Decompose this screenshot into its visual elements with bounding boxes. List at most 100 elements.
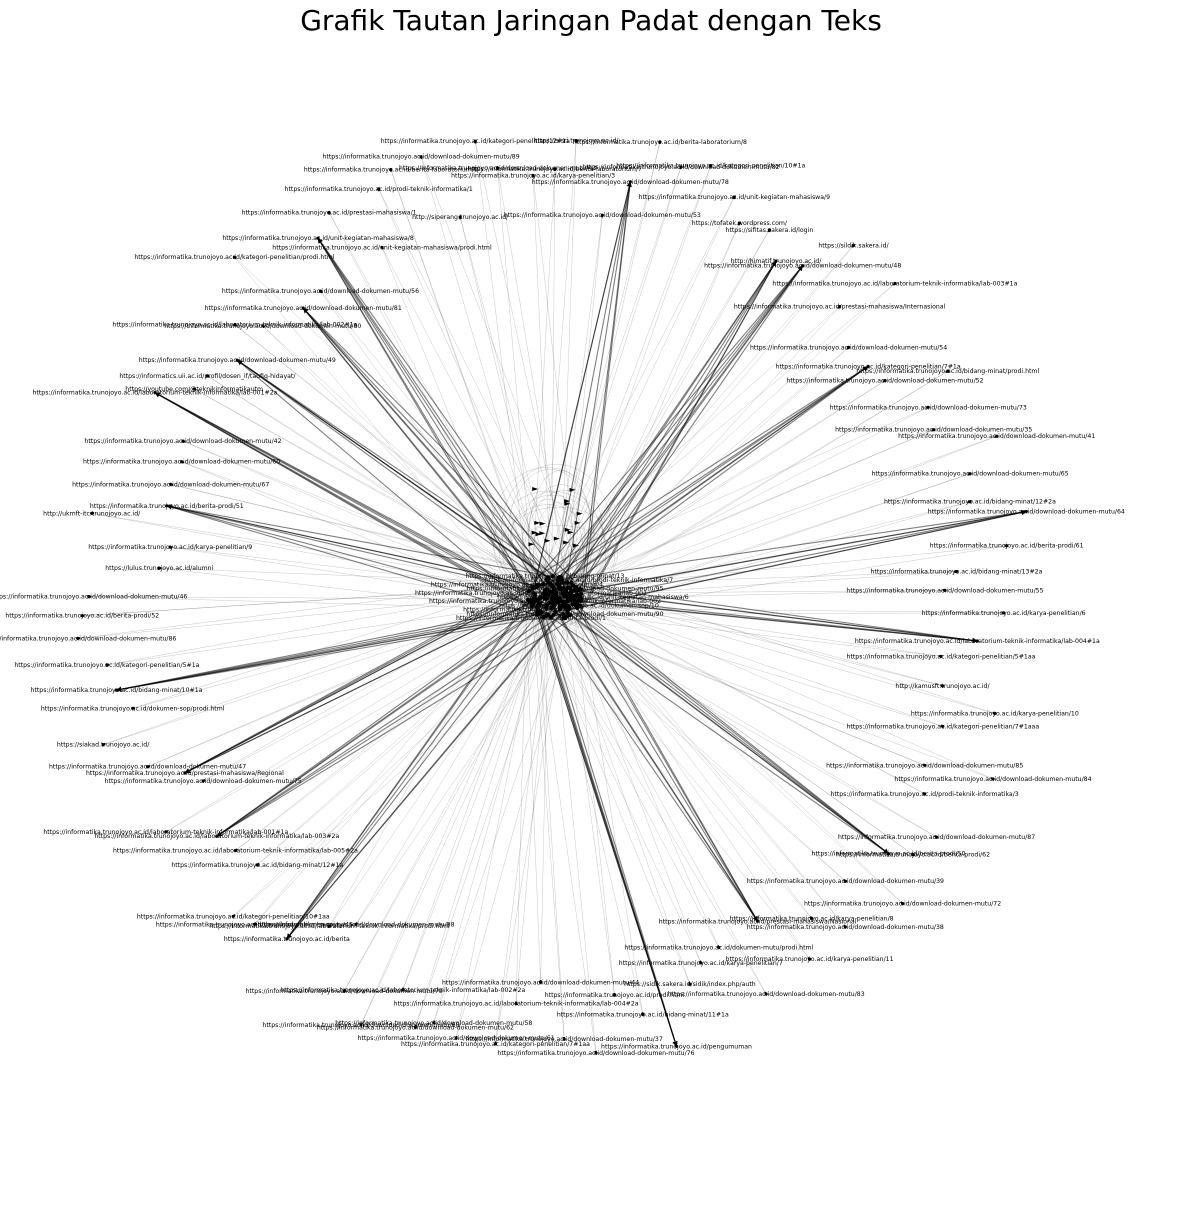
graph-edge: [545, 616, 846, 882]
node-label: https://informatika.trunojoyo.ac.id/labo…: [394, 1001, 639, 1008]
graph-edge: [545, 370, 948, 616]
graph-edge: [286, 596, 541, 940]
hub-label: https://informatika.trunojoyo.ac.id/bida…: [465, 573, 624, 580]
graph-edge: [549, 597, 978, 642]
node-label: http://kamusft.trunojoyo.ac.id/: [895, 683, 990, 690]
graph-edge: [544, 584, 925, 795]
hub-node: [561, 612, 566, 617]
graph-edge: [317, 237, 563, 585]
graph-edge: [193, 388, 577, 602]
graph-node: [233, 848, 238, 853]
graph-node: [1002, 611, 1006, 615]
graph-edge: [578, 591, 903, 904]
graph-edge: [216, 610, 559, 837]
node-label: https://informatika.trunojoyo.ac.id/labo…: [113, 848, 358, 855]
graph-edge: [552, 584, 846, 928]
hub-node: [532, 595, 537, 601]
graph-edge: [302, 307, 543, 604]
graph-edge: [567, 370, 948, 604]
node-label: https://informatika.trunojoyo.ac.id/down…: [164, 323, 361, 330]
graph-edge: [328, 212, 554, 618]
self-loop-edge: [511, 494, 594, 574]
graph-edge: [567, 306, 840, 607]
graph-node: [493, 1042, 498, 1046]
graph-edge: [286, 600, 528, 940]
graph-edge: [529, 589, 759, 922]
graph-node: [612, 993, 617, 997]
node-label: https://informatika.trunojoyo.ac.id/labo…: [43, 829, 288, 836]
node-label: https://informatika.trunojoyo.ac.id/down…: [786, 378, 983, 385]
graph-node: [688, 982, 692, 986]
node-label: http://ukmft-itc.trunojoyo.ac.id/: [43, 510, 141, 517]
node-label: https://informatika.trunojoyo.ac.id/beri…: [836, 852, 990, 859]
node-label: https://informatika.trunojoyo.ac.id/kate…: [14, 662, 199, 669]
graph-node: [808, 957, 812, 961]
graph-node: [285, 937, 289, 941]
node-label: https://informatika.trunojoyo.ac.id/down…: [156, 921, 353, 928]
graph-edge: [532, 606, 925, 766]
graph-edge: [551, 141, 661, 588]
graph-edge: [548, 579, 943, 687]
node-label: https://informatika.trunojoyo.ac.id/beri…: [304, 167, 478, 174]
self-loop-arrowhead: [574, 520, 581, 525]
hub-node: [578, 596, 584, 601]
graph-edge: [547, 615, 994, 780]
node-label: https://informatics.uii.ac.id/profil/dos…: [119, 373, 296, 380]
hub-node: [550, 574, 555, 579]
hub-node: [566, 597, 571, 603]
graph-edge: [234, 256, 584, 586]
graph-node: [318, 289, 323, 293]
graph-node: [164, 830, 168, 834]
node-label: https://informatika.trunojoyo.ac.id/down…: [838, 834, 1035, 841]
graph-node: [105, 663, 109, 667]
graph-edge: [116, 603, 547, 691]
graph-edge: [170, 546, 533, 591]
hub-node: [572, 598, 577, 603]
graph-edge: [538, 607, 1004, 615]
graph-edge: [558, 614, 767, 995]
node-label: https://informatika.trunojoyo.ac.id/bida…: [171, 862, 343, 869]
graph-edge: [579, 473, 971, 606]
node-label: https://informatika.trunojoyo.ac.id/down…: [894, 776, 1091, 783]
graph-edge: [569, 260, 777, 604]
graph-edge: [378, 188, 581, 593]
graph-edge: [526, 306, 840, 585]
graph-edge: [544, 591, 914, 855]
graph-edge: [560, 165, 712, 595]
hub-node: [554, 595, 559, 600]
hub-node: [529, 604, 535, 609]
node-label: https://informatika.trunojoyo.ac.id/labo…: [209, 923, 450, 930]
node-label: https://informatika.trunojoyo.ac.id/down…: [49, 764, 246, 771]
node-label: https://informatika.trunojoyo.ac.id/unit…: [272, 244, 492, 251]
graph-edge: [106, 603, 531, 666]
node-label: https://informatika.trunojoyo.ac.id/bida…: [557, 1012, 729, 1019]
hub-node: [565, 585, 571, 590]
graph-edge: [202, 595, 554, 782]
hub-node: [567, 605, 572, 610]
hub-node: [564, 580, 570, 585]
node-label: https://informatika.trunojoyo.ac.id/down…: [928, 509, 1125, 516]
hub-node: [540, 582, 545, 587]
graph-edge: [532, 175, 583, 614]
graph-edge: [529, 265, 804, 618]
graph-node: [737, 221, 742, 225]
node-label: https://informatika.trunojoyo.ac.id/down…: [704, 263, 901, 270]
graph-edge: [317, 237, 548, 589]
node-label: https://sifitas.sakera.id/login: [726, 227, 814, 234]
hub-node: [563, 588, 568, 594]
hub-label: https://informatika.trunojoyo.ac.id/unit…: [497, 594, 689, 601]
graph-edge: [494, 605, 551, 1045]
graph-node: [252, 922, 257, 926]
graph-edge: [556, 435, 997, 596]
node-label: https://informatika.trunojoyo.ac.id/beri…: [930, 543, 1084, 550]
graph-edge: [532, 245, 854, 610]
hub-node: [548, 581, 553, 587]
node-label: https://informatika.trunojoyo.ac.id/doku…: [41, 705, 225, 712]
graph-edge: [415, 603, 546, 1028]
graph-node: [215, 834, 219, 838]
node-label: https://informatika.trunojoyo.ac.id/down…: [497, 1050, 694, 1057]
node-label: https://informatika.trunojoyo.ac.id/down…: [0, 635, 176, 642]
graph-node: [946, 369, 950, 373]
graph-edge: [528, 588, 691, 985]
hub-node: [553, 610, 558, 615]
